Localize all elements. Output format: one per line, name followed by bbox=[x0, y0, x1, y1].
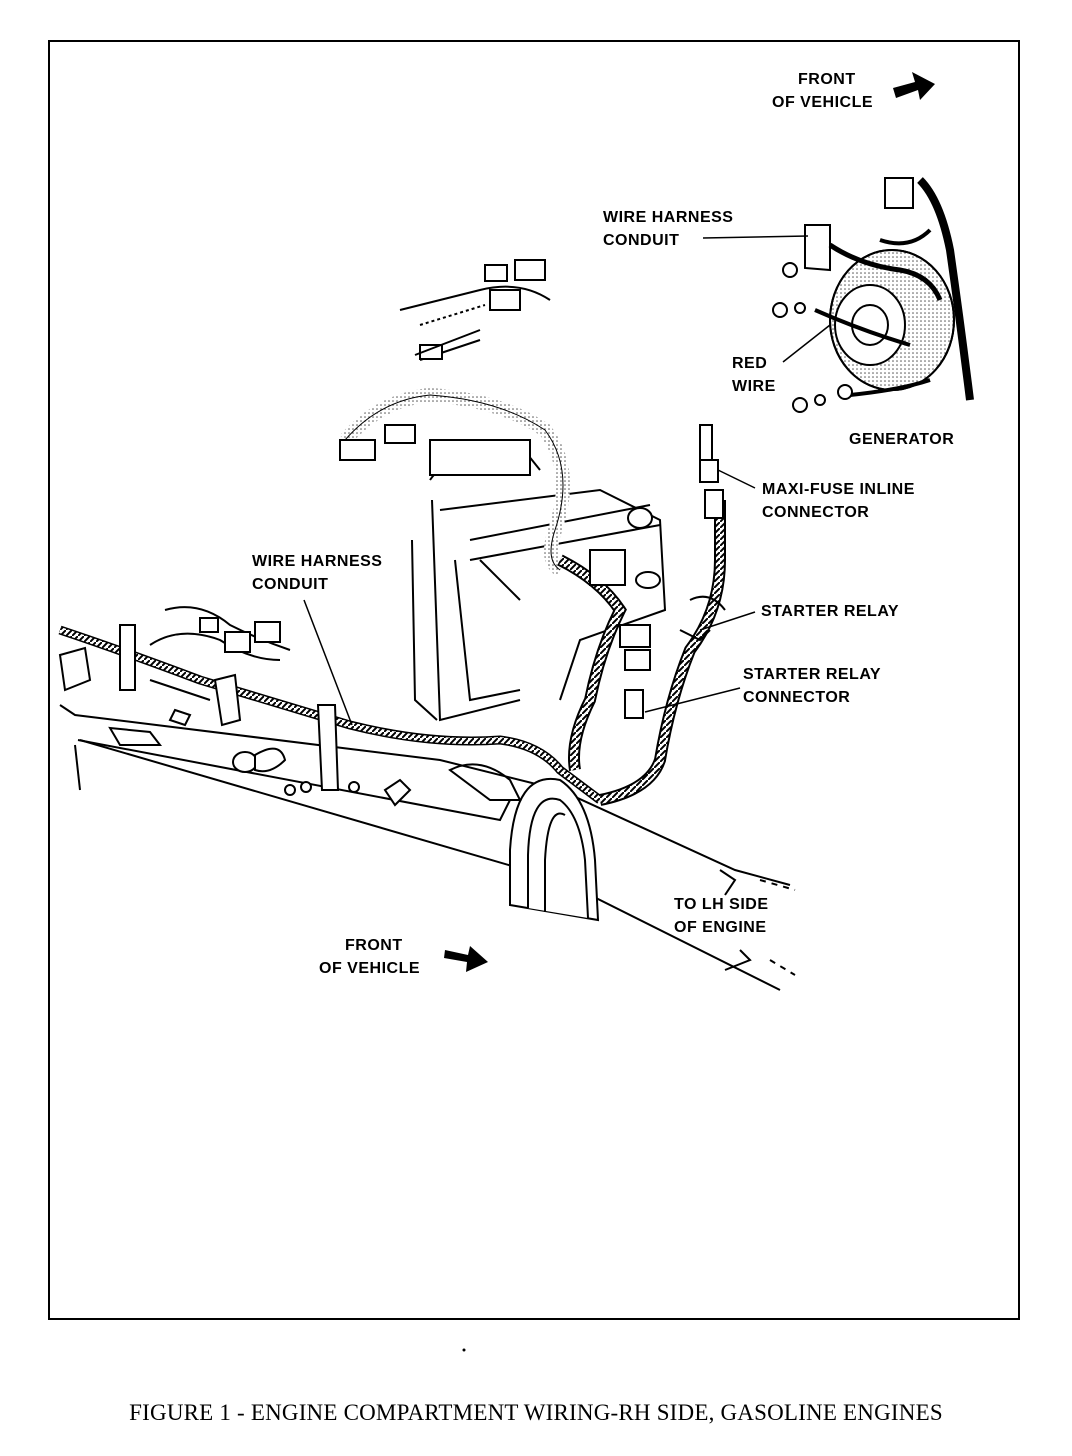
starter-relay-connector-label: STARTER RELAY CONNECTOR bbox=[743, 663, 881, 709]
harness-mid-line1: WIRE HARNESS bbox=[252, 553, 383, 570]
harness-mid-line2: CONDUIT bbox=[252, 576, 329, 593]
wheel-well bbox=[448, 763, 600, 922]
harness-top-line2: CONDUIT bbox=[603, 232, 680, 249]
starter-relay-area bbox=[589, 424, 726, 719]
generator-label: GENERATOR bbox=[849, 431, 955, 448]
generator-assembly bbox=[772, 177, 974, 413]
front-of-vehicle-top-label: FRONT OF VEHICLE bbox=[772, 68, 873, 114]
leader-lines bbox=[303, 235, 831, 726]
red-wire-line1: RED bbox=[732, 355, 768, 372]
red-wire-line2: WIRE bbox=[732, 378, 776, 395]
upper-harness bbox=[339, 259, 570, 576]
front-top-line2: OF VEHICLE bbox=[772, 94, 874, 111]
harness-top-line1: WIRE HARNESS bbox=[603, 209, 734, 226]
arrow-top bbox=[893, 72, 935, 100]
maxi-fuse-label: MAXI-FUSE INLINE CONNECTOR bbox=[762, 478, 915, 524]
inner-fender bbox=[411, 439, 667, 722]
arrow-bottom bbox=[444, 946, 488, 972]
to-lh-line1: TO LH SIDE bbox=[674, 896, 769, 913]
wire-harness-conduit-top-label: WIRE HARNESS CONDUIT bbox=[603, 206, 733, 252]
wire-harness-conduit-mid-label: WIRE HARNESS CONDUIT bbox=[252, 550, 382, 596]
relay-connector-line1: STARTER RELAY bbox=[743, 666, 882, 683]
figure-caption: FIGURE 1 - ENGINE COMPARTMENT WIRING-RH … bbox=[129, 1400, 943, 1425]
to-lh-line2: OF ENGINE bbox=[674, 919, 767, 936]
frame-rail bbox=[59, 704, 796, 991]
front-top-line1: FRONT bbox=[798, 71, 856, 88]
front-of-vehicle-bottom-label: FRONT OF VEHICLE bbox=[319, 934, 420, 980]
to-lh-side-label: TO LH SIDE OF ENGINE bbox=[674, 893, 769, 939]
front-bottom-line2: OF VEHICLE bbox=[319, 960, 421, 977]
starter-relay-label: STARTER RELAY bbox=[761, 603, 900, 620]
maxi-fuse-line1: MAXI-FUSE INLINE bbox=[762, 481, 915, 498]
front-bottom-line1: FRONT bbox=[345, 937, 403, 954]
relay-connector-line2: CONNECTOR bbox=[743, 689, 851, 706]
red-wire-label: RED WIRE bbox=[732, 352, 776, 398]
left-components bbox=[58, 606, 412, 807]
maxi-fuse-line2: CONNECTOR bbox=[762, 504, 870, 521]
figure-frame bbox=[48, 40, 1020, 1320]
